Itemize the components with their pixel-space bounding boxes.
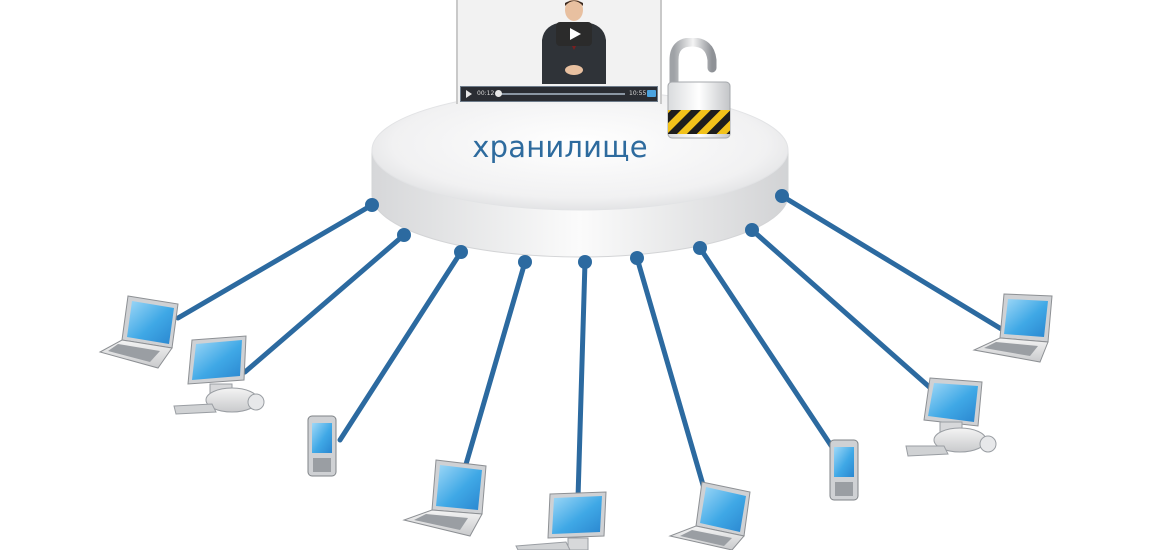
laptop-icon	[98, 295, 179, 369]
connection-dots	[365, 189, 789, 269]
laptop-icon	[402, 459, 487, 537]
connection-line	[175, 202, 375, 321]
connection-dot	[518, 255, 532, 269]
desktop-computer-icon	[515, 491, 607, 550]
seek-knob[interactable]	[495, 90, 502, 97]
laptop-icon	[972, 293, 1053, 363]
video-player[interactable]: 00:12 10:55	[456, 0, 662, 104]
duration: 10:55	[629, 90, 647, 97]
connection-line	[242, 232, 407, 375]
desktop-computer-icon	[173, 335, 265, 415]
current-time: 00:12	[477, 90, 495, 97]
connection-line	[634, 255, 711, 505]
connection-dot	[365, 198, 379, 212]
hd-badge[interactable]	[647, 90, 656, 97]
storage-label: хранилище	[472, 130, 648, 164]
connection-line	[337, 249, 464, 443]
connection-line	[779, 193, 1006, 333]
connection-line	[749, 227, 938, 395]
connection-dot	[578, 255, 592, 269]
connection-line	[697, 245, 837, 453]
connection-dot	[397, 228, 411, 242]
connections	[175, 193, 1006, 505]
control-play-icon[interactable]	[466, 90, 472, 98]
connection-dot	[745, 223, 759, 237]
player-controls: 00:12 10:55	[460, 86, 658, 102]
connection-line	[575, 259, 588, 501]
connection-dot	[693, 241, 707, 255]
connection-line	[459, 259, 528, 481]
play-icon[interactable]	[556, 22, 592, 46]
connection-dot	[454, 245, 468, 259]
connection-dot	[630, 251, 644, 265]
padlock-open-icon	[667, 38, 731, 139]
connection-dot	[775, 189, 789, 203]
desktop-computer-icon	[905, 377, 997, 457]
laptop-icon	[668, 481, 751, 550]
seek-bar[interactable]	[497, 93, 625, 95]
mobile-phone-icon	[307, 415, 337, 477]
mobile-phone-icon	[829, 439, 859, 501]
